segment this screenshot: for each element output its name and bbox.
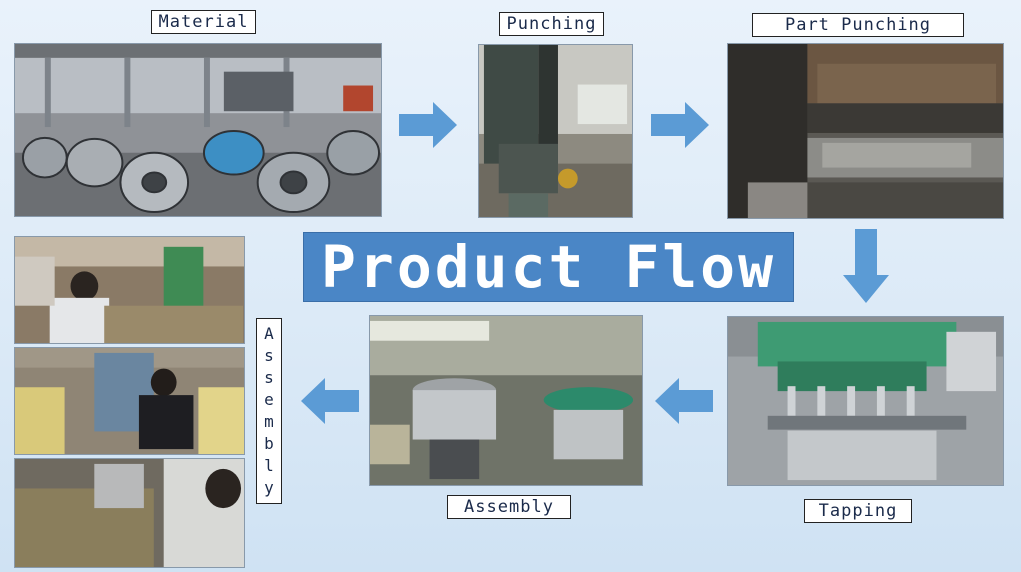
- label-punching: Punching: [499, 12, 604, 36]
- arrow-right-icon: [399, 102, 457, 148]
- vertical-letter: s: [264, 347, 274, 365]
- vertical-letter: e: [264, 391, 274, 409]
- arrow-down-icon: [843, 229, 889, 303]
- label-tapping: Tapping: [804, 499, 912, 523]
- vertical-letter: y: [264, 479, 274, 497]
- photo-tapping: [727, 316, 1004, 486]
- photo-punching: [478, 44, 633, 218]
- label-assembly: Assembly: [447, 495, 571, 519]
- vertical-letter: b: [264, 435, 274, 453]
- vertical-letter: m: [264, 413, 274, 431]
- vertical-letter: l: [264, 457, 274, 475]
- vertical-letter: A: [264, 325, 274, 343]
- arrow-right-icon: [651, 102, 709, 148]
- label-material: Material: [151, 10, 256, 34]
- label-assembly-vertical: A s s e m b l y: [256, 318, 282, 504]
- page-title-banner: Product Flow: [303, 232, 794, 302]
- photo-assembly-worker-3: [14, 458, 245, 568]
- arrow-left-icon: [301, 378, 359, 424]
- vertical-letter: s: [264, 369, 274, 387]
- page-title: Product Flow: [321, 233, 776, 301]
- photo-assembly-worker-2: [14, 347, 245, 455]
- photo-part-punching: [727, 43, 1004, 219]
- photo-assembly: [369, 315, 643, 486]
- photo-material: [14, 43, 382, 217]
- arrow-left-icon: [655, 378, 713, 424]
- photo-assembly-worker-1: [14, 236, 245, 344]
- label-part-punching: Part Punching: [752, 13, 964, 37]
